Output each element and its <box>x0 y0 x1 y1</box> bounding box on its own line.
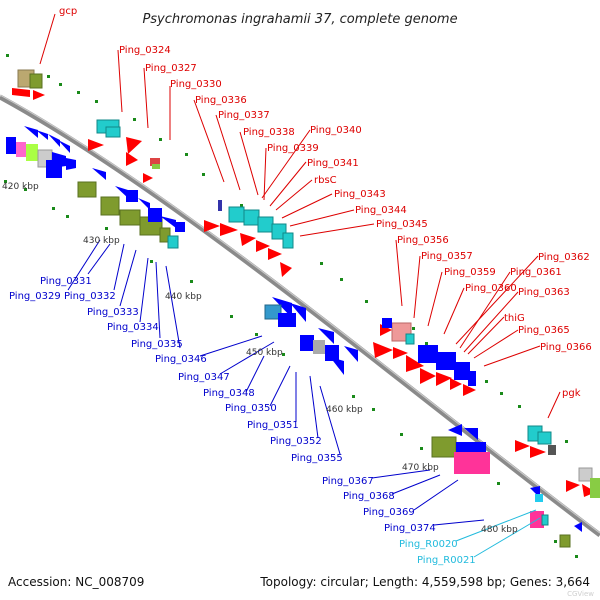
scale-label: 480 kbp <box>481 525 518 535</box>
gene-label: Ping_0351 <box>247 420 299 431</box>
gene-label: Ping_0362 <box>538 252 590 263</box>
topology-summary: Topology: circular; Length: 4,559,598 bp… <box>259 575 590 589</box>
gene-label: Ping_0360 <box>465 283 517 294</box>
scale-label: 420 kbp <box>2 182 39 192</box>
gene-label: Ping_0365 <box>518 325 570 336</box>
gene-label: Ping_0335 <box>131 339 183 350</box>
map-title: Psychromonas ingrahamii 37, complete gen… <box>142 12 457 27</box>
scale-label: 440 kbp <box>165 292 202 302</box>
gene-label: Ping_0366 <box>540 342 592 353</box>
gene-label: Ping_0369 <box>363 507 415 518</box>
accession-text: Accession: NC_008709 <box>8 575 144 589</box>
reverse-label-lines <box>67 239 485 526</box>
gene-label: Ping_0344 <box>355 205 407 216</box>
gene-label: Ping_0345 <box>376 219 428 230</box>
gene-label: Ping_0338 <box>243 127 295 138</box>
gene-label: Ping_0356 <box>397 235 449 246</box>
gene-label: Ping_0341 <box>307 158 359 169</box>
scale-label: 470 kbp <box>402 463 439 473</box>
gene-label: Ping_0346 <box>155 354 207 365</box>
cgview-watermark: CGView <box>567 590 594 598</box>
rna-label: Ping_R0021 <box>417 555 476 566</box>
gene-label: Ping_0330 <box>170 79 222 90</box>
gene-label-gcp: gcp <box>59 6 77 17</box>
gene-label: Ping_0350 <box>225 403 277 414</box>
scale-labels: 420 kbp 430 kbp 440 kbp 450 kbp 460 kbp … <box>2 182 518 535</box>
reverse-gene-blocks <box>6 126 582 548</box>
scale-label: 460 kbp <box>326 405 363 415</box>
gene-label-pgk: pgk <box>562 388 581 399</box>
gene-label: Ping_0339 <box>267 143 319 154</box>
rna-label-lines <box>455 509 541 558</box>
scale-label: 450 kbp <box>246 348 283 358</box>
gene-label: Ping_0329 <box>9 291 61 302</box>
gene-label: Ping_0336 <box>195 95 247 106</box>
gene-label-thiG: thiG <box>504 313 525 324</box>
gene-label: Ping_0334 <box>107 322 159 333</box>
gene-label: Ping_0347 <box>178 372 230 383</box>
gene-label-rbsC: rbsC <box>314 175 337 186</box>
forward-gene-blocks <box>12 69 600 498</box>
gene-label: Ping_0340 <box>310 125 362 136</box>
forward-label-lines <box>39 13 561 419</box>
genome-backbone-highlight <box>0 94 600 534</box>
reverse-gene-labels: Ping_0331 Ping_0329 Ping_0332 Ping_0333 … <box>9 276 436 534</box>
gene-label: Ping_0327 <box>145 63 197 74</box>
gene-label: Ping_0331 <box>40 276 92 287</box>
gene-label: Ping_0337 <box>218 110 270 121</box>
gene-label: Ping_0324 <box>119 45 171 56</box>
gene-label: Ping_0368 <box>343 491 395 502</box>
gene-label: Ping_0363 <box>518 287 570 298</box>
gene-label: Ping_0359 <box>444 267 496 278</box>
gene-label: Ping_0361 <box>510 267 562 278</box>
gene-label: Ping_0348 <box>203 388 255 399</box>
gene-label: Ping_0367 <box>322 476 374 487</box>
gene-label: Ping_0374 <box>384 523 436 534</box>
gene-label: Ping_0333 <box>87 307 139 318</box>
gene-label: Ping_0357 <box>421 251 473 262</box>
rna-gene-labels: Ping_R0020 Ping_R0021 <box>399 539 476 566</box>
rna-label: Ping_R0020 <box>399 539 458 550</box>
scale-label: 430 kbp <box>83 236 120 246</box>
forward-gene-labels: gcp Ping_0324 Ping_0327 Ping_0330 Ping_0… <box>59 6 592 399</box>
genome-backbone <box>0 94 600 537</box>
gene-label: Ping_0332 <box>64 291 116 302</box>
gene-label: Ping_0355 <box>291 453 343 464</box>
gene-label: Ping_0343 <box>334 189 386 200</box>
gene-label: Ping_0352 <box>270 436 322 447</box>
